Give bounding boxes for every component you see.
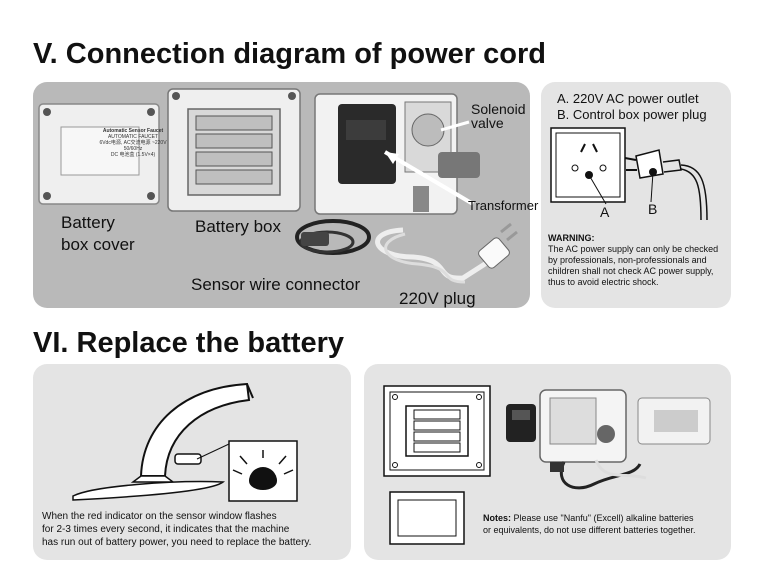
notes-label: Notes:	[483, 513, 512, 523]
warning-line-2: by professionals, non-professionals and	[548, 255, 707, 265]
warning-line-4: thus to avoid electric shock.	[548, 277, 659, 287]
cover-plate-label: Automatic Sensor Faucet AUTOMATIC FAUCET…	[94, 128, 172, 158]
battery-text-line-1: When the red indicator on the sensor win…	[42, 511, 277, 522]
warning-title: WARNING:	[548, 233, 595, 243]
cover-plate-line4: DC 电池盒 (1.5V×4)	[110, 152, 156, 158]
battery-replace-panel	[364, 364, 731, 560]
power-info-panel	[541, 82, 731, 308]
notes-block: Notes: Please use "Nanfu" (Excell) alkal…	[483, 512, 695, 536]
label-battery-box: Battery box	[195, 217, 281, 236]
warning-block: WARNING: The AC power supply can only be…	[548, 233, 718, 288]
notes-line-1-text: Please use "Nanfu" (Excell) alkaline bat…	[511, 513, 694, 523]
warning-line-1: The AC power supply can only be checked	[548, 244, 719, 254]
cover-plate-line2: AUTOMATIC FAUCET	[107, 134, 159, 140]
outlet-plug-drawing	[550, 127, 708, 221]
battery-instructions: When the red indicator on the sensor win…	[42, 510, 311, 549]
label-solenoid-line1: Solenoid	[471, 101, 526, 117]
battery-replace-drawing	[383, 385, 711, 545]
battery-indicator-panel	[33, 364, 351, 560]
notes-line-1: Notes: Please use "Nanfu" (Excell) alkal…	[483, 512, 695, 524]
battery-text-line-2: for 2-3 times every second, it indicates…	[42, 524, 290, 535]
cover-plate-line1: Automatic Sensor Faucet	[102, 128, 164, 134]
section-title-battery: VI. Replace the battery	[33, 327, 345, 359]
battery-text-line-3: has run out of battery power, you need t…	[42, 537, 312, 548]
power-item-b: B. Control box power plug	[557, 107, 707, 122]
notes-line-2: or equivalents, do not use different bat…	[483, 525, 696, 535]
label-sensor-wire-connector: Sensor wire connector	[191, 275, 361, 294]
label-solenoid-line2: valve	[471, 115, 504, 131]
plug-label-b: B	[648, 201, 658, 217]
label-220v-plug: 220V plug	[399, 289, 476, 308]
label-battery-box-cover-line2: box cover	[61, 235, 135, 254]
label-transformer: Transformer	[468, 198, 539, 213]
cover-plate-line3: 6Vdc电源, AC交流电源 ~220V 50/60Hz	[99, 140, 167, 152]
connection-photo-illustration	[38, 88, 518, 284]
faucet-drawing	[72, 382, 298, 502]
outlet-label-a: A	[600, 204, 610, 220]
section-title-connection: V. Connection diagram of power cord	[33, 38, 546, 70]
label-battery-box-cover-line1: Battery	[61, 213, 115, 232]
connection-photo-panel: Automatic Sensor Faucet AUTOMATIC FAUCET…	[33, 82, 530, 308]
power-item-a: A. 220V AC power outlet	[557, 91, 699, 106]
warning-line-3: children shall not check AC power supply…	[548, 266, 714, 276]
